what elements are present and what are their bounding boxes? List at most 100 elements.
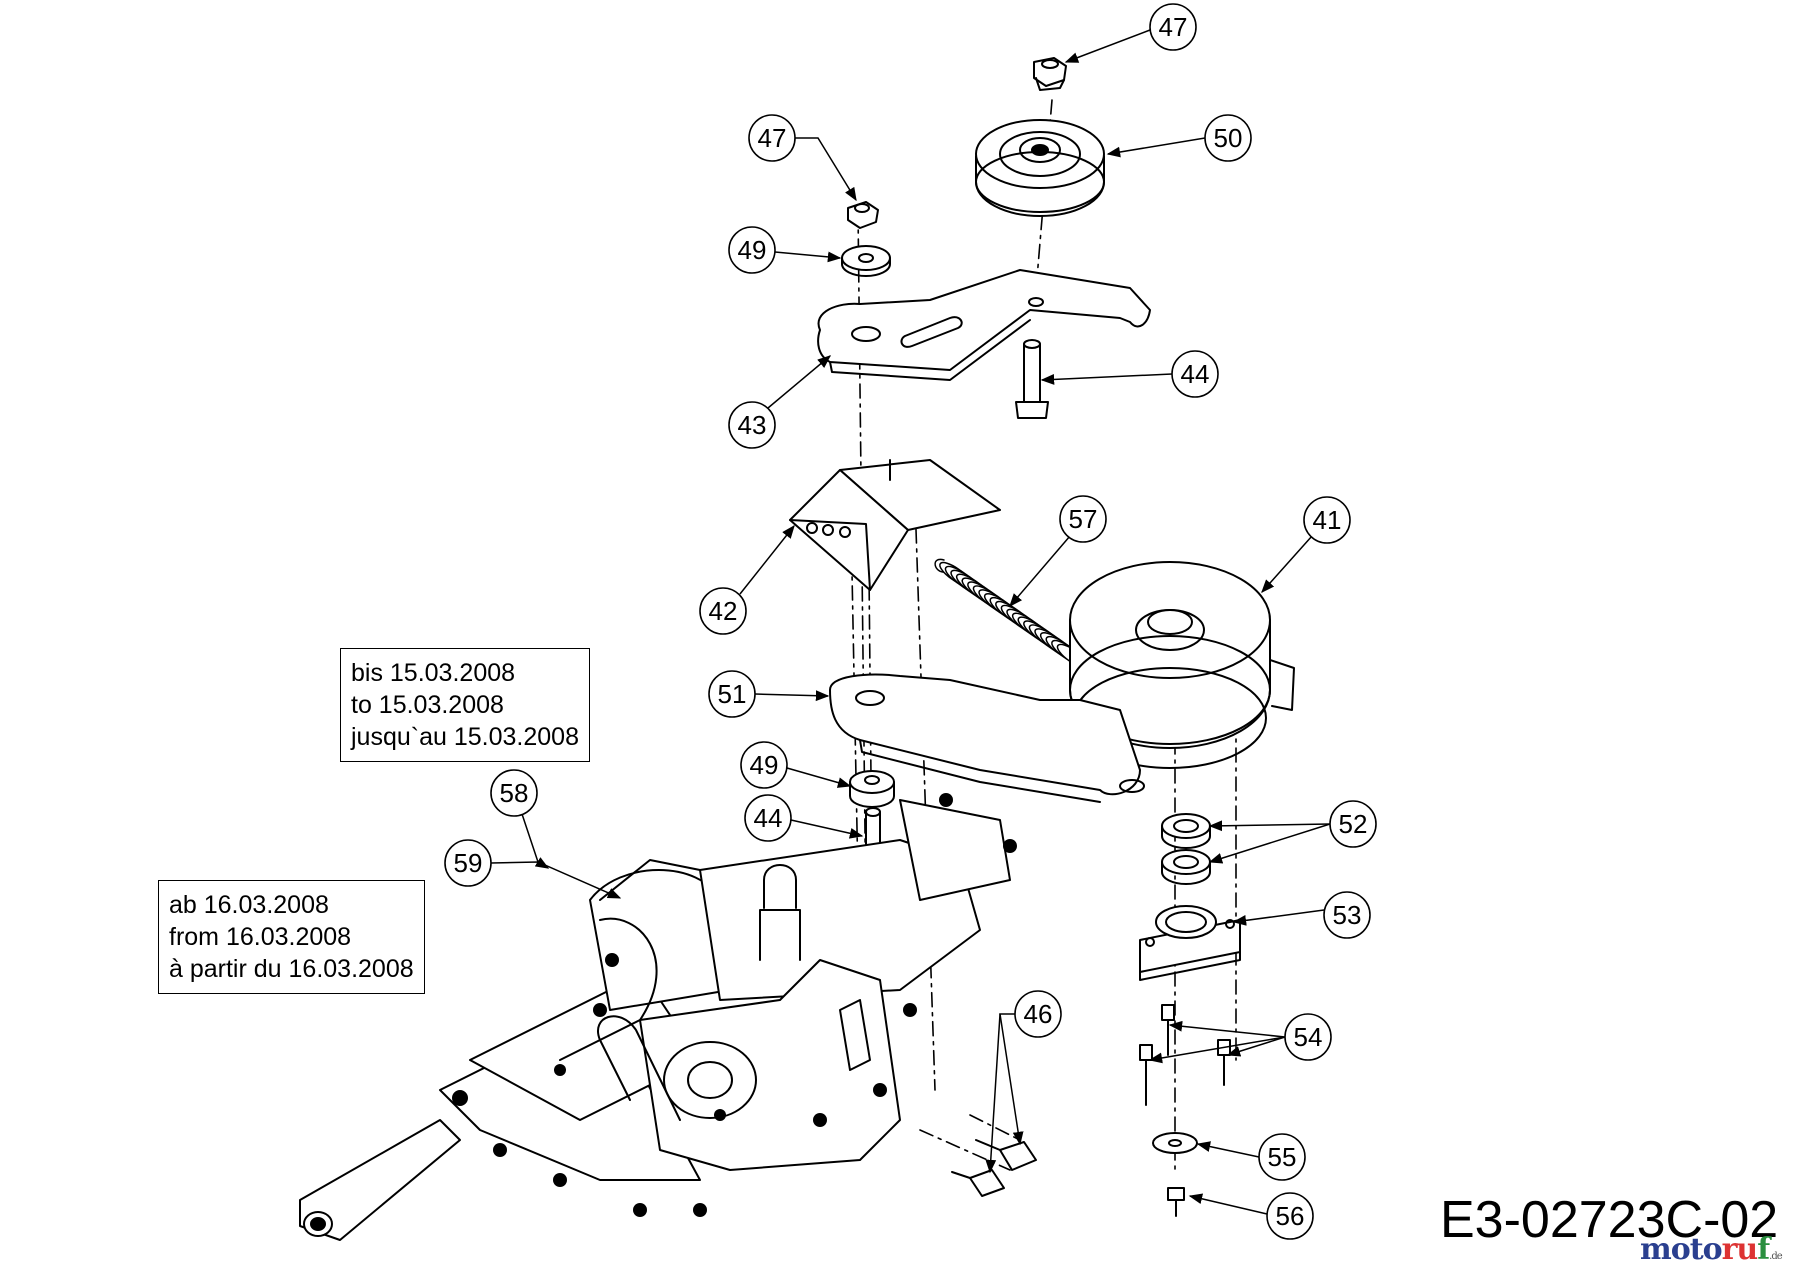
callout-label: 55 — [1268, 1142, 1297, 1172]
part-54-bolts — [1139, 1004, 1231, 1106]
part-44-upper-pin — [1015, 339, 1049, 419]
part-53-housing — [1139, 905, 1241, 981]
leader-c52 — [1208, 820, 1331, 832]
callout-53: 53 — [1323, 891, 1371, 939]
callout-label: 44 — [1181, 359, 1210, 389]
callout-44: 44 — [1171, 350, 1219, 398]
callout-51: 51 — [708, 670, 756, 718]
note-until-date: bis 15.03.2008 to 15.03.2008 jusqu`au 15… — [340, 648, 590, 762]
callout-47: 47 — [1149, 3, 1197, 51]
leader-c57 — [1009, 535, 1071, 608]
callout-circle — [728, 226, 776, 274]
callout-circle — [444, 839, 492, 887]
callout-label: 53 — [1333, 900, 1362, 930]
leader-c54 — [1168, 1020, 1286, 1038]
part-42-bracket — [789, 459, 1001, 591]
note-from-date: ab 16.03.2008 from 16.03.2008 à partir d… — [158, 880, 425, 994]
note-from-line-1: ab 16.03.2008 — [169, 891, 329, 919]
leader-c46 — [999, 1013, 1024, 1146]
leader-c42 — [739, 524, 795, 595]
callout-circle — [744, 794, 792, 842]
leader-c58 — [521, 813, 550, 869]
callout-label: 51 — [718, 679, 747, 709]
part-49-lower-washer — [849, 770, 895, 808]
callout-54: 54 — [1284, 1013, 1332, 1061]
callout-label: 57 — [1069, 504, 1098, 534]
callout-circle — [1171, 350, 1219, 398]
watermark-logo: motoruf.de — [1640, 1232, 1783, 1267]
leader-c49a — [774, 251, 842, 263]
callout-circle — [1266, 1192, 1314, 1240]
callout-bubbles: 47 47 50 49 43 44 57 41 42 51 49 44 58 59 52 53 46 54 55 56 — [444, 3, 1377, 1240]
callout-circle — [1149, 3, 1197, 51]
callout-label: 54 — [1294, 1022, 1323, 1052]
callout-circle — [748, 114, 796, 162]
leader-c54 — [1226, 1036, 1286, 1057]
callout-49: 49 — [728, 226, 776, 274]
leader-c51 — [754, 690, 830, 702]
leader-c56 — [1188, 1193, 1268, 1215]
leader-c52 — [1208, 823, 1331, 864]
part-50-pulley — [975, 119, 1105, 217]
callout-circle — [1059, 495, 1107, 543]
callout-52: 52 — [1329, 800, 1377, 848]
callout-circle — [1258, 1133, 1306, 1181]
part-52-bearings — [1161, 813, 1211, 885]
callout-55: 55 — [1258, 1133, 1306, 1181]
leader-c41 — [1261, 535, 1313, 594]
callout-41: 41 — [1303, 496, 1351, 544]
part-57-spring — [934, 558, 1089, 669]
callout-47: 47 — [748, 114, 796, 162]
part-51-lower-arm — [829, 673, 1145, 803]
callout-label: 43 — [738, 410, 767, 440]
callout-label: 41 — [1313, 505, 1342, 535]
leader-c49b — [786, 767, 852, 788]
leader-c55 — [1196, 1141, 1260, 1158]
callout-label: 52 — [1339, 809, 1368, 839]
leader-c46 — [985, 1013, 1001, 1174]
leader-c44a — [1040, 373, 1173, 385]
callout-circle — [1284, 1013, 1332, 1061]
drawing-code: E3-02723C-02 — [1440, 1191, 1779, 1249]
leader-lines — [490, 29, 1331, 1215]
leader-c59 — [490, 861, 622, 899]
callout-43: 43 — [728, 401, 776, 449]
callout-circle — [699, 587, 747, 635]
callout-circle — [708, 670, 756, 718]
callout-57: 57 — [1059, 495, 1107, 543]
callout-label: 46 — [1024, 999, 1053, 1029]
part-49-upper-washer — [841, 245, 891, 277]
part-43-idler-arm — [817, 269, 1151, 381]
part-46-bolts — [951, 1139, 1037, 1197]
callout-circle — [1014, 990, 1062, 1038]
part-47-top-nut — [1033, 57, 1067, 91]
callout-58: 58 — [490, 769, 538, 817]
note-from-line-2: from 16.03.2008 — [169, 923, 352, 951]
leader-c47a — [1064, 29, 1151, 63]
callout-59: 59 — [444, 839, 492, 887]
callout-label: 50 — [1214, 123, 1243, 153]
leader-c43 — [767, 355, 832, 409]
callout-50: 50 — [1204, 114, 1252, 162]
callout-label: 44 — [754, 803, 783, 833]
callout-label: 49 — [738, 235, 767, 265]
callout-circle — [1329, 800, 1377, 848]
callout-46: 46 — [1014, 990, 1062, 1038]
callout-circle — [728, 401, 776, 449]
leader-c44b — [790, 819, 864, 839]
callout-42: 42 — [699, 587, 747, 635]
callout-label: 47 — [1159, 12, 1188, 42]
leader-c47b — [795, 137, 857, 202]
callout-label: 59 — [454, 848, 483, 878]
callout-56: 56 — [1266, 1192, 1314, 1240]
callout-label: 56 — [1276, 1201, 1305, 1231]
callout-49: 49 — [740, 741, 788, 789]
part-56-bolt — [1167, 1187, 1185, 1217]
note-until-line-1: bis 15.03.2008 — [351, 659, 516, 687]
note-until-line-2: to 15.03.2008 — [351, 691, 504, 719]
leader-c53 — [1232, 909, 1325, 926]
note-from-line-3: à partir du 16.03.2008 — [169, 955, 414, 983]
callout-circle — [1204, 114, 1252, 162]
note-until-line-3: jusqu`au 15.03.2008 — [351, 723, 579, 751]
